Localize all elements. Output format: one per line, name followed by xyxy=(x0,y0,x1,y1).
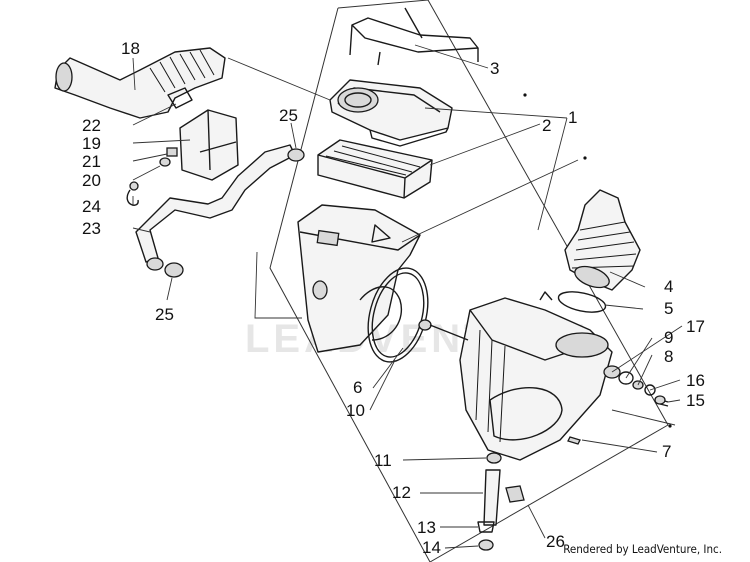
callout-23: 23 xyxy=(82,219,101,238)
screw-part[interactable] xyxy=(567,436,581,445)
callout-9: 9 xyxy=(664,328,673,347)
callout-10: 10 xyxy=(346,401,365,420)
wire-clip-part[interactable] xyxy=(349,7,479,66)
hardware-stack-parts[interactable] xyxy=(603,365,669,407)
air-box-housing-part[interactable] xyxy=(297,204,421,353)
air-filter-element-part[interactable] xyxy=(317,139,433,199)
callout-14: 14 xyxy=(422,538,441,557)
callout-3: 3 xyxy=(490,59,499,78)
bracket-parts[interactable] xyxy=(159,87,239,181)
callout-8: 8 xyxy=(664,347,673,366)
callout-6: 6 xyxy=(353,378,362,397)
drain-tube-parts[interactable] xyxy=(477,452,502,551)
render-credit: Rendered by LeadVenture, Inc. xyxy=(563,542,722,556)
callout-24: 24 xyxy=(82,197,101,216)
callout-25-upper: 25 xyxy=(279,106,298,125)
mounting-bolt-part[interactable] xyxy=(418,319,469,341)
callout-17: 17 xyxy=(686,317,705,336)
breather-hose-parts[interactable] xyxy=(126,144,305,278)
callout-11: 11 xyxy=(374,451,392,470)
callout-13: 13 xyxy=(417,518,436,537)
callout-15: 15 xyxy=(686,391,705,410)
filter-housing-part[interactable] xyxy=(459,291,613,461)
callout-26: 26 xyxy=(546,532,565,551)
callout-19: 19 xyxy=(82,134,101,153)
callout-1: 1 xyxy=(568,108,577,127)
intake-duct-part[interactable] xyxy=(54,47,226,119)
callout-21: 21 xyxy=(82,152,101,171)
intake-boot-part[interactable] xyxy=(564,189,641,292)
callout-16: 16 xyxy=(686,371,705,390)
callout-2: 2 xyxy=(542,116,551,135)
callout-22: 22 xyxy=(82,116,101,135)
callout-7: 7 xyxy=(662,442,671,461)
callout-20: 20 xyxy=(82,171,101,190)
air-box-cover-part[interactable] xyxy=(329,79,453,147)
callout-18: 18 xyxy=(121,39,140,58)
drain-clip-part[interactable] xyxy=(505,485,525,503)
leader-lines xyxy=(132,44,683,549)
assembly-frame xyxy=(269,0,669,562)
callout-labels: 3 1 2 4 5 17 9 8 16 15 7 6 10 11 12 13 1… xyxy=(82,39,705,557)
callout-5: 5 xyxy=(664,299,673,318)
callout-12: 12 xyxy=(392,483,411,502)
o-ring-part[interactable] xyxy=(557,288,608,316)
callout-25-lower: 25 xyxy=(155,305,174,324)
callout-4: 4 xyxy=(664,277,673,296)
